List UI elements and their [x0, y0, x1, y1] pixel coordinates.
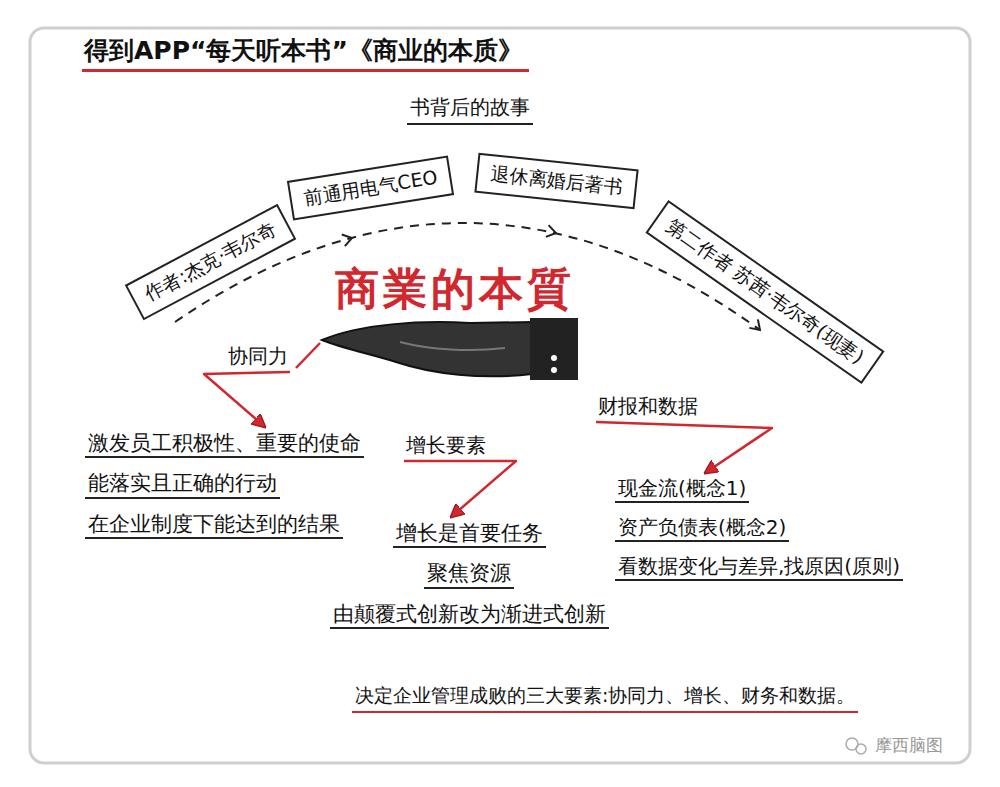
node-text: 退休离婚后著书 — [489, 161, 624, 201]
story-box: 退休离婚后著书 — [474, 153, 638, 210]
node-text: 增长要素 — [406, 432, 486, 459]
watermark-icon — [856, 744, 866, 754]
summary-note: 决定企业管理成败的三大要素:协同力、增长、财务和数据。 — [352, 683, 858, 713]
cuff-button — [551, 367, 557, 373]
point-list: 增长是首要任务聚焦资源由颠覆式创新改为渐进式创新 — [329, 520, 610, 641]
node-text: 激发员工积极性、重要的使命 — [85, 430, 364, 458]
branch-label: 协同力 — [226, 343, 290, 370]
node-text: 增长是首要任务 — [393, 520, 546, 548]
node-text: 能落实且正确的行动 — [85, 470, 280, 498]
branch-label: 财报和数据 — [596, 393, 700, 420]
branch-arrow — [204, 372, 290, 427]
cuff-button — [551, 355, 557, 361]
node-text: 财报和数据 — [598, 393, 698, 420]
point-list: 激发员工积极性、重要的使命能落实且正确的行动在企业制度下能达到的结果 — [85, 430, 366, 551]
node-text: 协同力 — [228, 343, 288, 370]
title: 得到APP“每天听本书”《商业的本质》 — [82, 34, 529, 72]
hand-cuff — [530, 318, 578, 380]
point-list: 现金流(概念1) 资产负债表(概念2) 看数据变化与差异,找原因(原则) — [615, 476, 905, 593]
node-text: 资产负债表(概念2) — [615, 515, 789, 542]
branch-arrow — [404, 461, 516, 517]
story-box: 前通用电气CEO — [286, 155, 453, 220]
hand-line — [400, 342, 505, 350]
central-topic: 商業的本質 — [335, 266, 575, 314]
arc-chevron — [342, 232, 354, 246]
node-text: 聚焦资源 — [424, 560, 514, 588]
node-text: 现金流(概念1) — [615, 476, 749, 503]
section-heading: 书背后的故事 — [407, 94, 533, 125]
hand-palm — [322, 322, 532, 376]
node-text: 作者:杰克·韦尔奇 — [140, 216, 281, 307]
story-box: 第二作者 苏茜·韦尔奇(现妻) — [645, 200, 884, 384]
page-frame — [30, 28, 970, 763]
branch-label: 增长要素 — [404, 432, 488, 459]
node-text: 在企业制度下能达到的结果 — [85, 511, 343, 539]
branch-arrow — [596, 422, 772, 473]
story-box: 作者:杰克·韦尔奇 — [124, 204, 296, 321]
node-text: 前通用电气CEO — [301, 165, 439, 212]
arc-chevron — [749, 319, 764, 334]
node-text: 第二作者 苏茜·韦尔奇(现妻) — [661, 214, 869, 371]
node-text: 看数据变化与差异,找原因(原则) — [615, 554, 903, 581]
branch-line — [296, 343, 320, 368]
arc-chevron — [546, 225, 557, 239]
watermark: 摩西脑图 — [872, 734, 946, 759]
node-text: 由颠覆式创新改为渐进式创新 — [330, 601, 609, 629]
node-text: 商業的本質 — [335, 266, 575, 314]
